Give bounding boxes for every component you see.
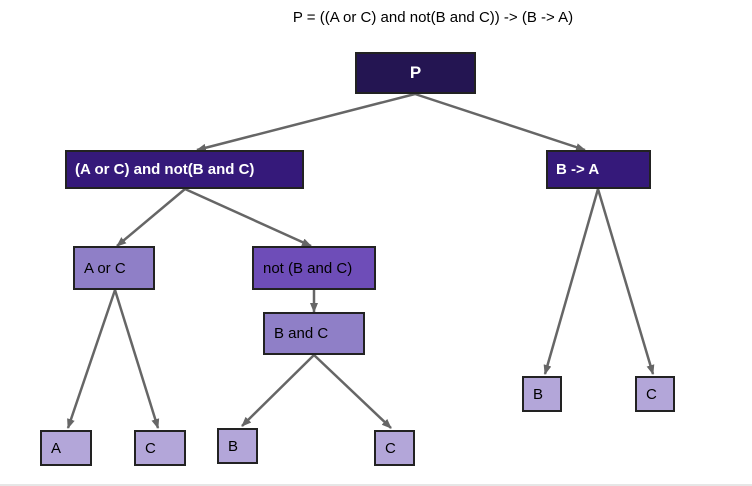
edge-right-c bbox=[596, 188, 655, 375]
edge-root-left bbox=[196, 92, 416, 152]
edge-right-b bbox=[543, 188, 600, 375]
node-label: A or C bbox=[84, 259, 126, 277]
node-label: B and C bbox=[274, 325, 329, 342]
edge-left-aorc bbox=[116, 188, 186, 247]
leaf-b-under-and: B bbox=[217, 428, 258, 464]
node-label: C bbox=[145, 439, 156, 457]
node-root-p: P bbox=[355, 52, 476, 94]
edge-root-right bbox=[414, 92, 586, 152]
leaf-c-under-implication: C bbox=[635, 376, 675, 412]
edge-aorc-a bbox=[66, 289, 117, 429]
node-label: B bbox=[228, 437, 239, 455]
leaf-c-under-or: C bbox=[134, 430, 186, 466]
leaf-c-under-and: C bbox=[374, 430, 415, 466]
leaf-a: A bbox=[40, 430, 92, 466]
node-label: C bbox=[385, 439, 396, 457]
node-label: B bbox=[533, 385, 544, 403]
node-left-conjunction: (A or C) and not(B and C) bbox=[65, 150, 304, 189]
node-right-implication: B -> A bbox=[546, 150, 651, 189]
edge-left-not bbox=[184, 187, 312, 248]
node-label: not (B and C) bbox=[263, 259, 353, 277]
edge-and-c bbox=[313, 354, 392, 429]
edge-and-b bbox=[241, 354, 315, 427]
node-label: A bbox=[51, 439, 62, 457]
bottom-divider bbox=[0, 484, 752, 486]
leaf-b-under-implication: B bbox=[522, 376, 562, 412]
node-b-and-c: B and C bbox=[263, 312, 365, 355]
node-label: B -> A bbox=[556, 161, 600, 178]
node-a-or-c: A or C bbox=[73, 246, 155, 290]
node-not-b-and-c: not (B and C) bbox=[252, 246, 376, 290]
node-label: P bbox=[409, 63, 422, 82]
node-label: (A or C) and not(B and C) bbox=[75, 161, 255, 178]
formula-title: P = ((A or C) and not(B and C)) -> (B ->… bbox=[292, 9, 574, 26]
node-label: C bbox=[646, 385, 657, 403]
edge-aorc-c bbox=[113, 289, 160, 429]
